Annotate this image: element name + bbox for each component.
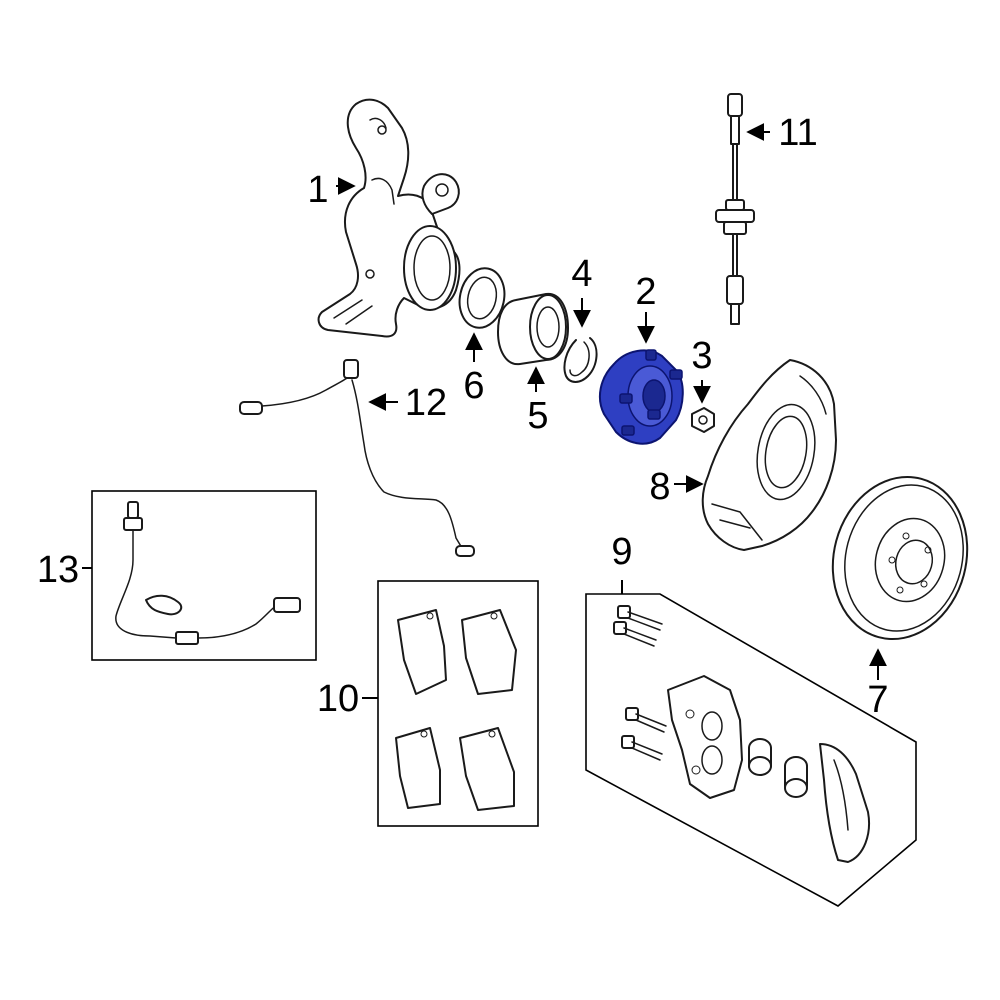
callout-number-7[interactable]: 7 <box>867 679 888 721</box>
callout-number-5[interactable]: 5 <box>527 395 548 437</box>
steering-knuckle-part[interactable] <box>317 98 461 338</box>
caliper-bolts-part[interactable] <box>613 605 667 761</box>
brake-pads-frame <box>377 580 539 827</box>
callout-number-11[interactable]: 11 <box>778 112 817 154</box>
callout-number-1[interactable]: 1 <box>307 169 328 211</box>
wheel-hub-part-highlighted[interactable] <box>598 349 684 445</box>
callout-number-12[interactable]: 12 <box>405 382 447 424</box>
callout-number-6[interactable]: 6 <box>463 365 484 407</box>
wheel-speed-sensor-part[interactable] <box>239 359 475 557</box>
callout-number-3[interactable]: 3 <box>691 335 712 377</box>
caliper-kit-frame <box>585 593 917 907</box>
callout-number-10[interactable]: 10 <box>317 678 359 720</box>
callout-number-9[interactable]: 9 <box>611 531 632 573</box>
brake-pads-part[interactable] <box>395 609 517 811</box>
sensor-kit-frame <box>91 490 317 661</box>
caliper-pistons-part[interactable] <box>748 738 808 798</box>
brake-caliper-part[interactable] <box>667 675 870 863</box>
seal-part[interactable] <box>454 264 510 332</box>
callout-number-4[interactable]: 4 <box>571 253 592 295</box>
brake-wear-sensor-part[interactable] <box>115 501 301 645</box>
wheel-bearing-part[interactable] <box>497 292 569 366</box>
callout-number-8[interactable]: 8 <box>649 466 670 508</box>
callout-number-2[interactable]: 2 <box>635 271 656 313</box>
hub-nut-part[interactable] <box>691 407 715 433</box>
brake-hose-part[interactable] <box>715 93 755 325</box>
snap-ring-part[interactable] <box>563 337 598 383</box>
callout-number-13[interactable]: 13 <box>37 549 79 591</box>
brake-rotor-part[interactable] <box>815 462 985 655</box>
splash-shield-part[interactable] <box>701 359 837 551</box>
